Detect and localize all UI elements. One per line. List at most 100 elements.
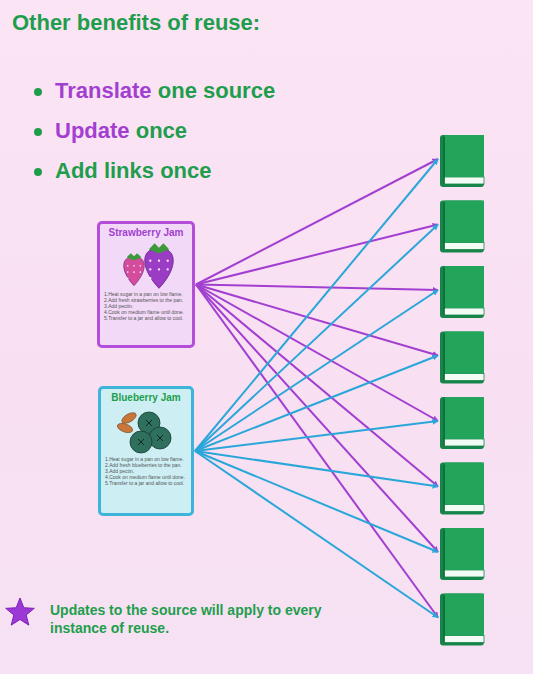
seed [167,268,169,270]
star-icon [6,598,35,625]
book-back [440,135,484,187]
book-pages [444,177,484,184]
seed [127,278,129,280]
bullet-text: Add links [55,158,154,183]
bullet-text: Translate [55,78,152,103]
reuse-arrow [196,285,438,291]
reuse-arrow [195,451,438,618]
bullet-dot [34,88,42,96]
footnote: Updates to the source will apply to ever… [50,601,350,637]
fruit-illustration [104,241,188,291]
reuse-arrow [196,285,438,618]
reuse-arrow [196,225,438,285]
berry-crown [138,439,144,445]
recipe-step: 2.Add fresh blueberries to the pan. [105,462,187,468]
seed [158,260,160,262]
recipe-step: 4.Cook on medium flame until done. [104,309,188,315]
book-icon [440,266,484,318]
seed [133,265,135,267]
seed [139,271,141,273]
book-back [440,266,484,318]
bullet-dot [34,168,42,176]
seed [149,277,151,279]
reuse-arrow [195,421,438,451]
book-spine [443,203,445,250]
seed [127,271,129,273]
recipe-step: 3.Add pectin. [104,303,188,309]
strawberry-leaves [127,253,142,260]
book-cover [445,332,484,374]
recipe-step: 1.Heat sugar in a pan on low flame. [105,456,187,462]
book-icon [440,528,484,580]
reuse-arrow [195,159,438,451]
book-cover [445,201,484,243]
reuse-arrow [195,356,438,452]
reuse-arrow [195,225,438,452]
book-back [440,332,484,384]
reuse-arrow [195,451,438,487]
seed [133,271,135,273]
book-back [440,594,484,646]
seed [127,265,129,267]
seed [139,265,141,267]
book-icon [440,135,484,187]
book-cover [445,528,484,570]
book-icon [440,463,484,515]
bullet-text: one source [158,78,275,103]
card-heading: Strawberry Jam [104,227,188,239]
reuse-arrow [196,285,438,553]
recipe-step: 5.Transfer to a jar and allow to cool. [105,480,187,486]
leaf [116,422,134,435]
book-cover [445,135,484,177]
book-pages [444,570,484,577]
book-back [440,528,484,580]
book-icon [440,201,484,253]
book-back [440,397,484,449]
recipe-step: 4.Cook on medium flame until done. [105,474,187,480]
book-icon [440,594,484,646]
book-spine [443,465,445,512]
berry [130,431,152,453]
strawberry-leaves [149,243,169,253]
book-spine [443,137,445,184]
book-cover [445,594,484,636]
book-spine [443,596,445,643]
recipe-step: 5.Transfer to a jar and allow to cool. [104,315,188,321]
book-icon [440,397,484,449]
card-heading: Blueberry Jam [105,392,187,404]
seed [167,260,169,262]
berry-crown [146,420,152,426]
bullet-line: Translateone source [55,78,275,104]
blueberry-icon [149,427,171,449]
title: Other benefits of reuse: [12,10,260,36]
reuse-arrow [196,285,438,356]
berry [149,427,171,449]
recipe-step: 2.Add fresh strawberries to the pan. [104,297,188,303]
bullet-line: Add linksonce [55,158,212,184]
seed [158,268,160,270]
book-pages [444,505,484,512]
reuse-arrow [196,285,438,487]
book-pages [444,374,484,381]
bullet-dot [34,128,42,136]
book-spine [443,530,445,577]
book-icon [440,332,484,384]
book-back [440,201,484,253]
book-pages [444,439,484,446]
book-spine [443,268,445,315]
bullet-text: Update [55,118,130,143]
blueberry-icon [130,431,152,453]
recipe-card: Blueberry Jam 1.Heat sugar in a pan on lo… [98,386,194,516]
bullet-line: Updateonce [55,118,187,144]
book-cover [445,266,484,308]
fruit-illustration [105,406,189,456]
recipe-card: Strawberry Jam 1.Heat sugar in a pan on l… [97,221,195,348]
strawberry-icon [145,243,173,288]
recipe-step: 1.Heat sugar in a pan on low flame. [104,291,188,297]
book-spine [443,334,445,381]
reuse-arrow [196,159,438,285]
strawberry-body [145,249,173,288]
bullet-text: once [160,158,211,183]
book-pages [444,308,484,315]
